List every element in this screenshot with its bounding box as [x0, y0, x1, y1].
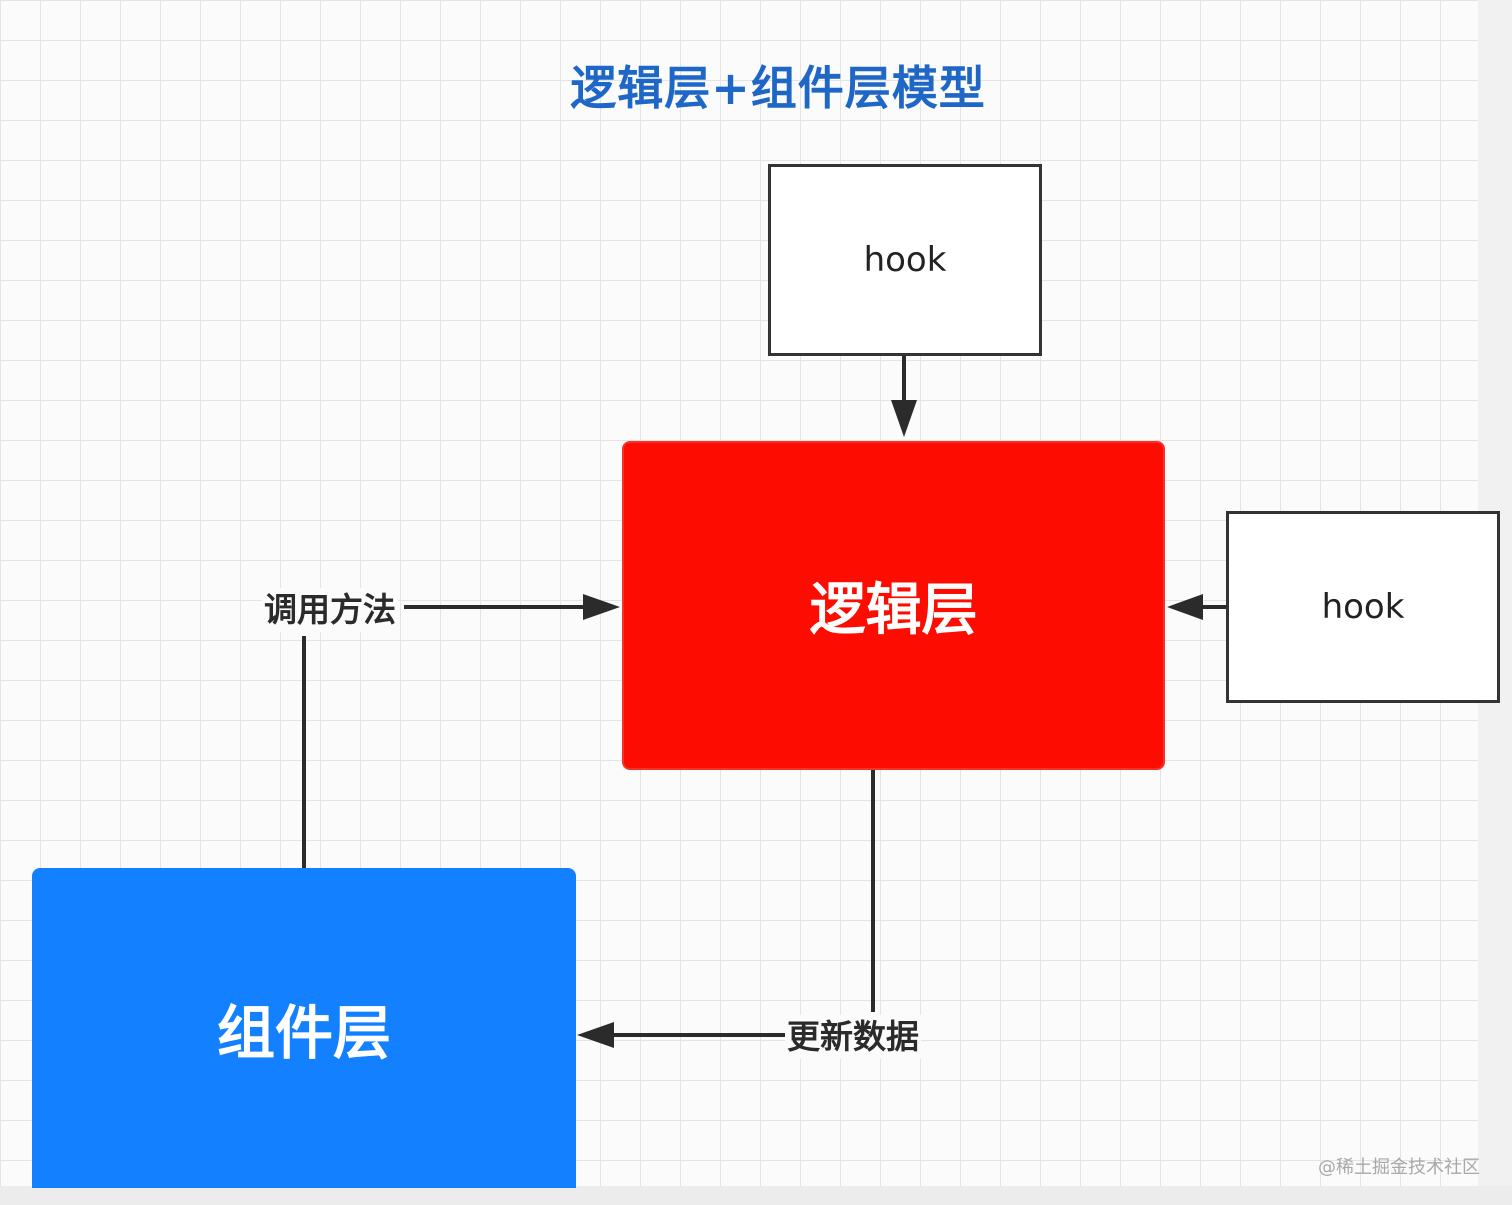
component-layer-node[interactable]: 组件层: [32, 868, 576, 1188]
arrowhead-left: [1167, 594, 1203, 620]
edge-label-update-data: 更新数据: [785, 1015, 921, 1059]
arrowhead-down: [891, 400, 917, 437]
logic-layer-node[interactable]: 逻辑层: [622, 441, 1165, 770]
hook-node-right[interactable]: hook: [1226, 511, 1500, 703]
hook-node-label: hook: [1321, 587, 1405, 627]
edge-label-call-method: 调用方法: [262, 588, 398, 632]
arrowhead-right: [583, 594, 620, 620]
edge-hook-top-to-logic: [891, 356, 917, 437]
arrowhead-left: [577, 1022, 614, 1048]
logic-layer-label: 逻辑层: [809, 578, 978, 643]
diagram-title: 逻辑层+组件层模型: [570, 61, 986, 115]
hook-node-top[interactable]: hook: [768, 164, 1042, 356]
edge-call-method: [302, 594, 620, 868]
edge-hook-right-to-logic: [1167, 594, 1226, 620]
hook-node-label: hook: [863, 240, 947, 280]
component-layer-label: 组件层: [216, 999, 391, 1067]
canvas-bottom-edge: [0, 1186, 1512, 1205]
watermark: @稀土掘金技术社区: [1318, 1157, 1480, 1178]
edge-update-data: [577, 770, 875, 1048]
